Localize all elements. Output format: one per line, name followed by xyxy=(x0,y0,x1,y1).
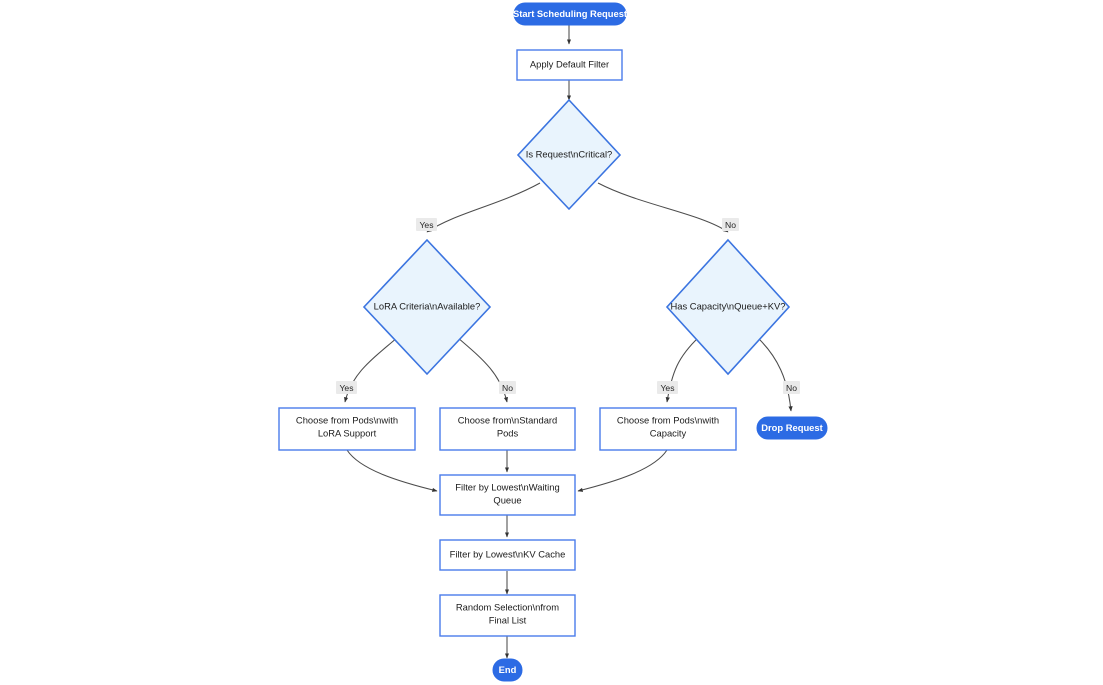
node-end[interactable]: End xyxy=(492,658,523,682)
node-filter-waiting-queue-label-line2: Queue xyxy=(493,494,521,505)
node-random-selection[interactable]: Random Selection\nfrom Final List xyxy=(439,594,576,637)
node-filter-waiting-queue[interactable]: Filter by Lowest\nWaiting Queue xyxy=(439,474,576,516)
node-random-selection-shape[interactable] xyxy=(439,594,576,637)
node-random-selection-label-line1: Random Selection\nfrom xyxy=(456,601,559,612)
node-layer: Start Scheduling Request Apply Default F… xyxy=(278,2,828,682)
node-drop-request[interactable]: Drop Request xyxy=(756,416,828,440)
node-choose-pods-capacity[interactable]: Choose from Pods\nwith Capacity xyxy=(599,407,737,451)
node-start[interactable]: Start Scheduling Request xyxy=(513,2,627,26)
edge-label-critical-no-text: No xyxy=(725,220,736,230)
node-start-label: Start Scheduling Request xyxy=(513,8,627,19)
node-choose-pods-lora[interactable]: Choose from Pods\nwith LoRA Support xyxy=(278,407,416,451)
node-filter-kv-cache[interactable]: Filter by Lowest\nKV Cache xyxy=(439,539,576,571)
edge-label-lora-no-text: No xyxy=(502,383,513,393)
node-has-capacity-label: Has Capacity\nQueue+KV? xyxy=(671,300,786,311)
node-start-shape[interactable] xyxy=(513,2,627,26)
edge-label-critical-no: No xyxy=(722,218,739,231)
node-has-capacity-shape[interactable] xyxy=(665,238,791,376)
edge-label-capacity-yes: Yes xyxy=(657,381,678,394)
node-has-capacity[interactable]: Has Capacity\nQueue+KV? xyxy=(665,238,791,376)
node-choose-pods-capacity-label-line2: Capacity xyxy=(650,427,687,438)
node-lora-criteria-available-shape[interactable] xyxy=(362,238,492,376)
edge-choose-lora-pods-to-filter-queue xyxy=(346,449,438,492)
node-choose-pods-lora-label-line2: LoRA Support xyxy=(318,427,377,438)
node-choose-pods-capacity-label-line1: Choose from Pods\nwith xyxy=(617,414,719,425)
edge-label-capacity-no-text: No xyxy=(786,383,797,393)
node-is-request-critical-label: Is Request\nCritical? xyxy=(526,148,613,159)
node-drop-request-label: Drop Request xyxy=(761,422,822,433)
node-filter-waiting-queue-shape[interactable] xyxy=(439,474,576,516)
node-lora-criteria-available[interactable]: LoRA Criteria\nAvailable? xyxy=(362,238,492,376)
edge-label-capacity-yes-text: Yes xyxy=(660,383,674,393)
node-apply-default-filter-label: Apply Default Filter xyxy=(530,58,609,69)
edge-critical-no-to-capacity xyxy=(597,182,729,233)
edge-label-lora-yes: Yes xyxy=(336,381,357,394)
node-end-shape[interactable] xyxy=(492,658,523,682)
edge-choose-capacity-pods-to-filter-queue xyxy=(577,449,668,492)
node-end-label: End xyxy=(499,664,517,675)
edge-label-lora-yes-text: Yes xyxy=(339,383,353,393)
edge-label-layer: Yes No Yes No Yes No xyxy=(336,218,800,394)
edge-label-critical-yes-text: Yes xyxy=(419,220,433,230)
node-choose-pods-lora-label-line1: Choose from Pods\nwith xyxy=(296,414,398,425)
node-choose-standard-pods[interactable]: Choose from\nStandard Pods xyxy=(439,407,576,451)
edge-label-critical-yes: Yes xyxy=(416,218,437,231)
node-choose-standard-pods-shape[interactable] xyxy=(439,407,576,451)
edge-label-capacity-no: No xyxy=(783,381,800,394)
node-choose-pods-lora-shape[interactable] xyxy=(278,407,416,451)
node-is-request-critical[interactable]: Is Request\nCritical? xyxy=(516,98,622,211)
node-filter-kv-cache-label: Filter by Lowest\nKV Cache xyxy=(450,548,566,559)
edge-label-lora-no: No xyxy=(499,381,516,394)
edge-critical-yes-to-lora xyxy=(426,182,541,233)
node-apply-default-filter-shape[interactable] xyxy=(516,49,623,81)
node-apply-default-filter[interactable]: Apply Default Filter xyxy=(516,49,623,81)
node-filter-kv-cache-shape[interactable] xyxy=(439,539,576,571)
node-random-selection-label-line2: Final List xyxy=(489,614,527,625)
edge-capacity-yes-to-choose-capacity-pods xyxy=(665,336,700,403)
node-choose-pods-capacity-shape[interactable] xyxy=(599,407,737,451)
node-is-request-critical-shape[interactable] xyxy=(516,98,622,211)
node-drop-request-shape[interactable] xyxy=(756,416,828,440)
node-choose-standard-pods-label-line2: Pods xyxy=(497,427,519,438)
node-lora-criteria-available-label: LoRA Criteria\nAvailable? xyxy=(374,300,481,311)
node-choose-standard-pods-label-line1: Choose from\nStandard xyxy=(458,414,558,425)
edge-capacity-no-to-drop-request xyxy=(756,336,793,412)
node-filter-waiting-queue-label-line1: Filter by Lowest\nWaiting xyxy=(455,481,559,492)
edge-layer xyxy=(344,25,793,659)
